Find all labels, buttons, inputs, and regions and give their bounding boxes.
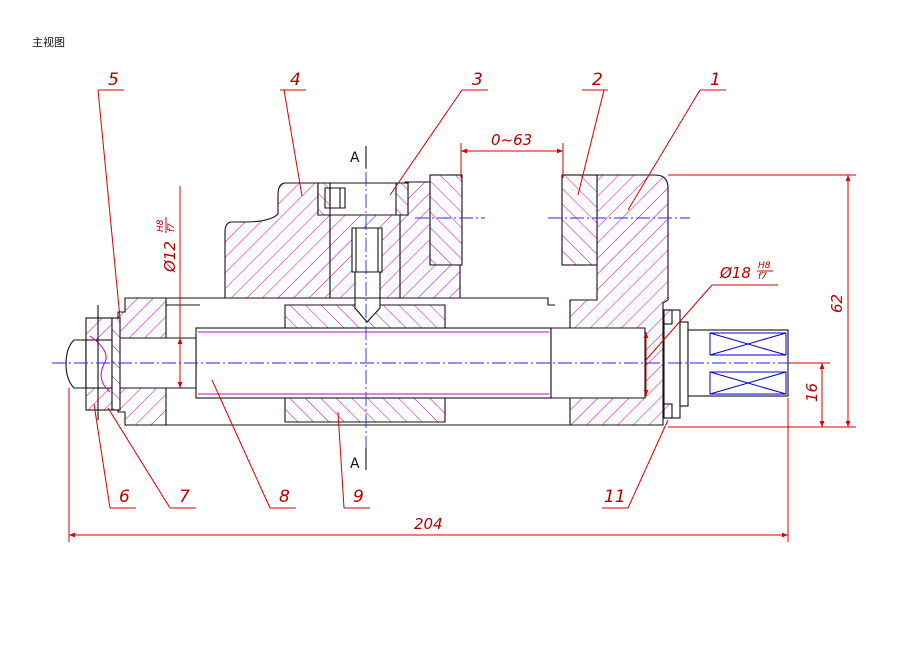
part-label-5: 5 [108,70,119,90]
section-mark-bottom: A [350,456,360,472]
part-label-11: 11 [604,487,626,507]
part-label-3: 3 [472,70,483,90]
movable-jaw-part-4 [224,181,461,299]
part-numbers: 1 2 3 4 5 6 7 8 9 11 [108,70,721,507]
part-label-7: 7 [179,487,190,507]
jaw-plates [429,174,598,266]
drive-end-cross [709,332,787,395]
left-nut-washer [65,305,121,420]
dim-jaw-opening: 0~63 [491,131,532,149]
dim-right-bore-tol-lower: f7 [758,272,767,282]
part-label-9: 9 [353,487,364,507]
page-title: 主视图 [32,36,65,49]
part-label-1: 1 [710,70,721,90]
part-label-8: 8 [279,487,290,507]
dim-shaft-height: 16 [803,383,821,402]
nut-block-part-9 [284,214,446,423]
dim-left-bore-tol-upper: H8 [156,219,166,232]
part-label-4: 4 [290,70,301,90]
part-leaders [93,89,726,509]
section-mark-top: A [350,150,360,166]
dim-overall-length: 204 [414,515,443,533]
dimension-texts: 0~63 204 62 16 Ø12 H8 f7 Ø18 H8 f7 [156,131,846,533]
section-marks: A A [350,146,367,472]
dim-overall-height: 62 [828,294,846,313]
screw-shaft-part-8 [109,309,789,419]
dim-left-bore-diameter: Ø12 [161,241,179,273]
dimension-lines [68,143,856,542]
dim-left-bore-tol-lower: f7 [167,223,177,232]
dim-right-bore-diameter: Ø18 [719,264,751,282]
part-label-6: 6 [119,487,130,507]
center-lines [52,150,800,470]
part-label-2: 2 [592,70,603,90]
dim-right-bore-tol-upper: H8 [758,261,771,271]
